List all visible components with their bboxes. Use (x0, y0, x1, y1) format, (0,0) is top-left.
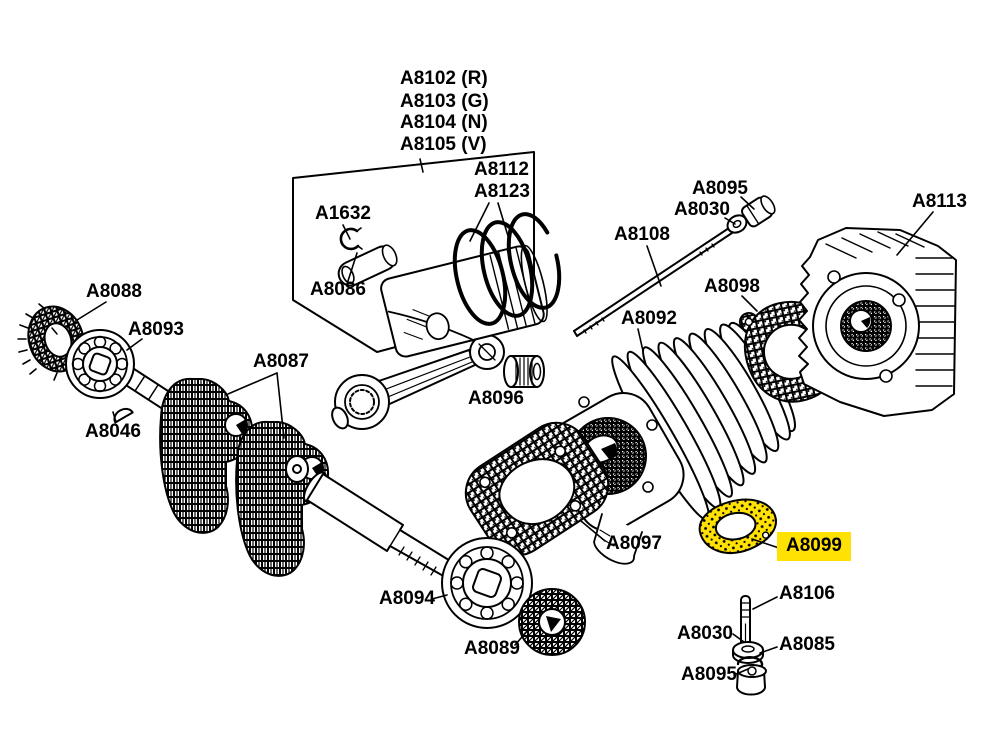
part-crankshaft-a8087 (117, 364, 467, 592)
leader-line-6 (126, 338, 143, 351)
leader-line-5 (76, 301, 107, 321)
leader-line-0 (419, 158, 424, 173)
part-gasket-a8099-highlighted[interactable] (696, 494, 781, 558)
leader-line-19 (514, 628, 530, 646)
leader-line-15 (637, 328, 644, 352)
leader-line-16 (580, 520, 606, 542)
leader-line-18 (431, 594, 448, 600)
part-label-a1632[interactable]: A1632 (315, 203, 371, 224)
part-label-a8106[interactable]: A8106 (779, 583, 835, 604)
leader-line-13 (896, 211, 934, 256)
part-label-a8099[interactable]: A8099 (777, 532, 851, 561)
part-label-a8097[interactable]: A8097 (606, 533, 662, 554)
part-bearing-a8093 (65, 329, 135, 399)
part-cylinder-head-a8113 (798, 227, 957, 417)
part-piston-pin-a8086 (337, 244, 398, 287)
part-label-a8046[interactable]: A8046 (85, 421, 141, 442)
leader-line-22 (759, 646, 778, 654)
leader-line-8 (276, 372, 285, 439)
leader-line-9 (112, 411, 117, 423)
part-label-a8088[interactable]: A8088 (86, 281, 142, 302)
part-label-a8093[interactable]: A8093 (128, 319, 184, 340)
leader-line-23 (733, 668, 749, 676)
part-bearing-a8094 (441, 537, 533, 629)
part-label-a8030t[interactable]: A8030 (674, 199, 730, 220)
part-label-a8089[interactable]: A8089 (464, 638, 520, 659)
leader-line-21 (732, 633, 745, 643)
leader-line-20 (752, 596, 778, 610)
part-circlip-a1632 (339, 227, 363, 251)
part-label-a8098[interactable]: A8098 (704, 276, 760, 297)
part-label-a8095b[interactable]: A8095 (681, 664, 737, 685)
part-washer-a8030-top (726, 214, 748, 234)
part-label-a8105[interactable]: A8105 (V) (400, 134, 487, 155)
part-label-a8086[interactable]: A8086 (310, 279, 366, 300)
leader-lines (76, 158, 934, 676)
leader-line-12 (646, 245, 662, 287)
part-label-a8096[interactable]: A8096 (468, 388, 524, 409)
part-label-a8094[interactable]: A8094 (379, 588, 435, 609)
leader-line-1 (469, 202, 490, 242)
leader-line-3 (342, 224, 351, 240)
part-piston-rings-a8112-a8123 (452, 212, 562, 326)
part-label-a8104[interactable]: A8104 (N) (400, 112, 488, 133)
leader-line-7 (227, 372, 278, 395)
leader-line-11 (724, 217, 736, 225)
part-label-a8030b[interactable]: A8030 (677, 623, 733, 644)
part-label-a8095t[interactable]: A8095 (692, 178, 748, 199)
leader-line-4 (347, 252, 358, 282)
part-label-a8123[interactable]: A8123 (474, 181, 530, 202)
leader-line-17 (751, 538, 780, 549)
part-nut-a8095-bottom (736, 664, 767, 696)
part-label-a8085[interactable]: A8085 (779, 634, 835, 655)
part-gasket-a8097 (464, 421, 610, 557)
leader-line-10 (740, 196, 755, 210)
part-connecting-rod (331, 334, 505, 430)
part-stud-a8106 (740, 595, 751, 649)
part-label-a8102[interactable]: A8102 (R) (400, 68, 488, 89)
leader-line-14 (741, 295, 758, 312)
part-label-a8108[interactable]: A8108 (614, 224, 670, 245)
leader-line-2 (497, 202, 509, 237)
part-label-a8103[interactable]: A8103 (G) (400, 91, 489, 112)
part-seal-a8089 (518, 588, 586, 656)
part-needle-bearing-a8096 (503, 355, 545, 388)
part-label-a8113[interactable]: A8113 (912, 191, 967, 212)
part-label-a8112[interactable]: A8112 (474, 159, 529, 180)
part-label-a8087[interactable]: A8087 (253, 351, 309, 372)
part-label-a8092[interactable]: A8092 (621, 308, 677, 329)
